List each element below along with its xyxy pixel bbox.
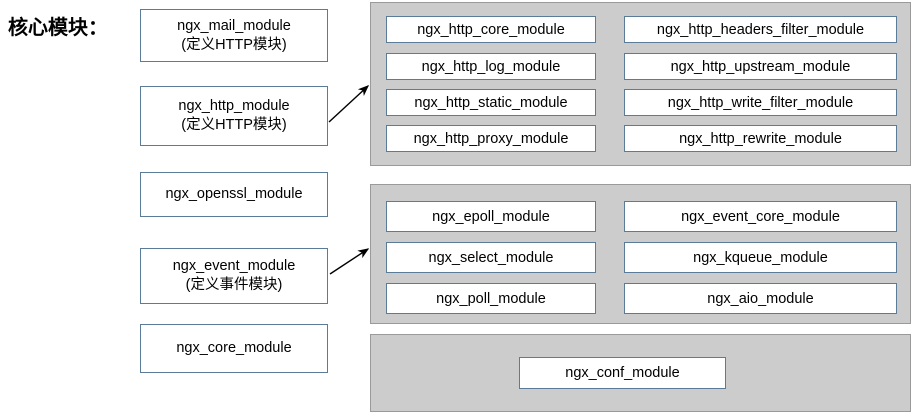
module-chip[interactable]: ngx_poll_module — [386, 283, 596, 314]
event-modules-group: ngx_epoll_module ngx_select_module ngx_p… — [370, 184, 911, 324]
core-module-name: ngx_http_module — [178, 98, 290, 114]
core-module-box-openssl[interactable]: ngx_openssl_module — [140, 172, 328, 217]
core-module-name: ngx_event_module — [172, 258, 296, 274]
module-chip[interactable]: ngx_event_core_module — [624, 201, 897, 232]
page-title: 核心模块： — [8, 17, 108, 39]
core-module-name: ngx_core_module — [176, 340, 292, 356]
module-chip[interactable]: ngx_http_proxy_module — [386, 125, 596, 152]
module-chip[interactable]: ngx_http_rewrite_module — [624, 125, 897, 152]
module-chip[interactable]: ngx_http_write_filter_module — [624, 89, 897, 116]
http-modules-group: ngx_http_core_module ngx_http_log_module… — [370, 2, 911, 166]
module-chip[interactable]: ngx_conf_module — [519, 357, 726, 389]
module-chip[interactable]: ngx_http_upstream_module — [624, 53, 897, 80]
core-module-note: (定义HTTP模块) — [181, 117, 287, 133]
core-module-note: (定义HTTP模块) — [181, 36, 287, 53]
module-chip[interactable]: ngx_http_headers_filter_module — [624, 16, 897, 43]
core-module-name: ngx_mail_module — [177, 17, 291, 34]
module-chip[interactable]: ngx_epoll_module — [386, 201, 596, 232]
core-module-box-http[interactable]: ngx_http_module (定义HTTP模块) — [140, 86, 328, 146]
module-chip[interactable]: ngx_http_log_module — [386, 53, 596, 80]
module-chip[interactable]: ngx_select_module — [386, 242, 596, 273]
conf-modules-group: ngx_conf_module — [370, 334, 911, 412]
module-chip[interactable]: ngx_aio_module — [624, 283, 897, 314]
arrow-event-module-to-event-group — [329, 248, 370, 275]
module-chip[interactable]: ngx_kqueue_module — [624, 242, 897, 273]
module-chip[interactable]: ngx_http_core_module — [386, 16, 596, 43]
arrow-http-module-to-http-group — [328, 85, 370, 123]
module-chip[interactable]: ngx_http_static_module — [386, 89, 596, 116]
core-module-box-mail[interactable]: ngx_mail_module (定义HTTP模块) — [140, 9, 328, 62]
core-module-name: ngx_openssl_module — [165, 186, 303, 202]
core-module-note: (定义事件模块) — [185, 277, 283, 293]
core-module-box-core[interactable]: ngx_core_module — [140, 324, 328, 373]
core-module-box-event[interactable]: ngx_event_module (定义事件模块) — [140, 248, 328, 304]
